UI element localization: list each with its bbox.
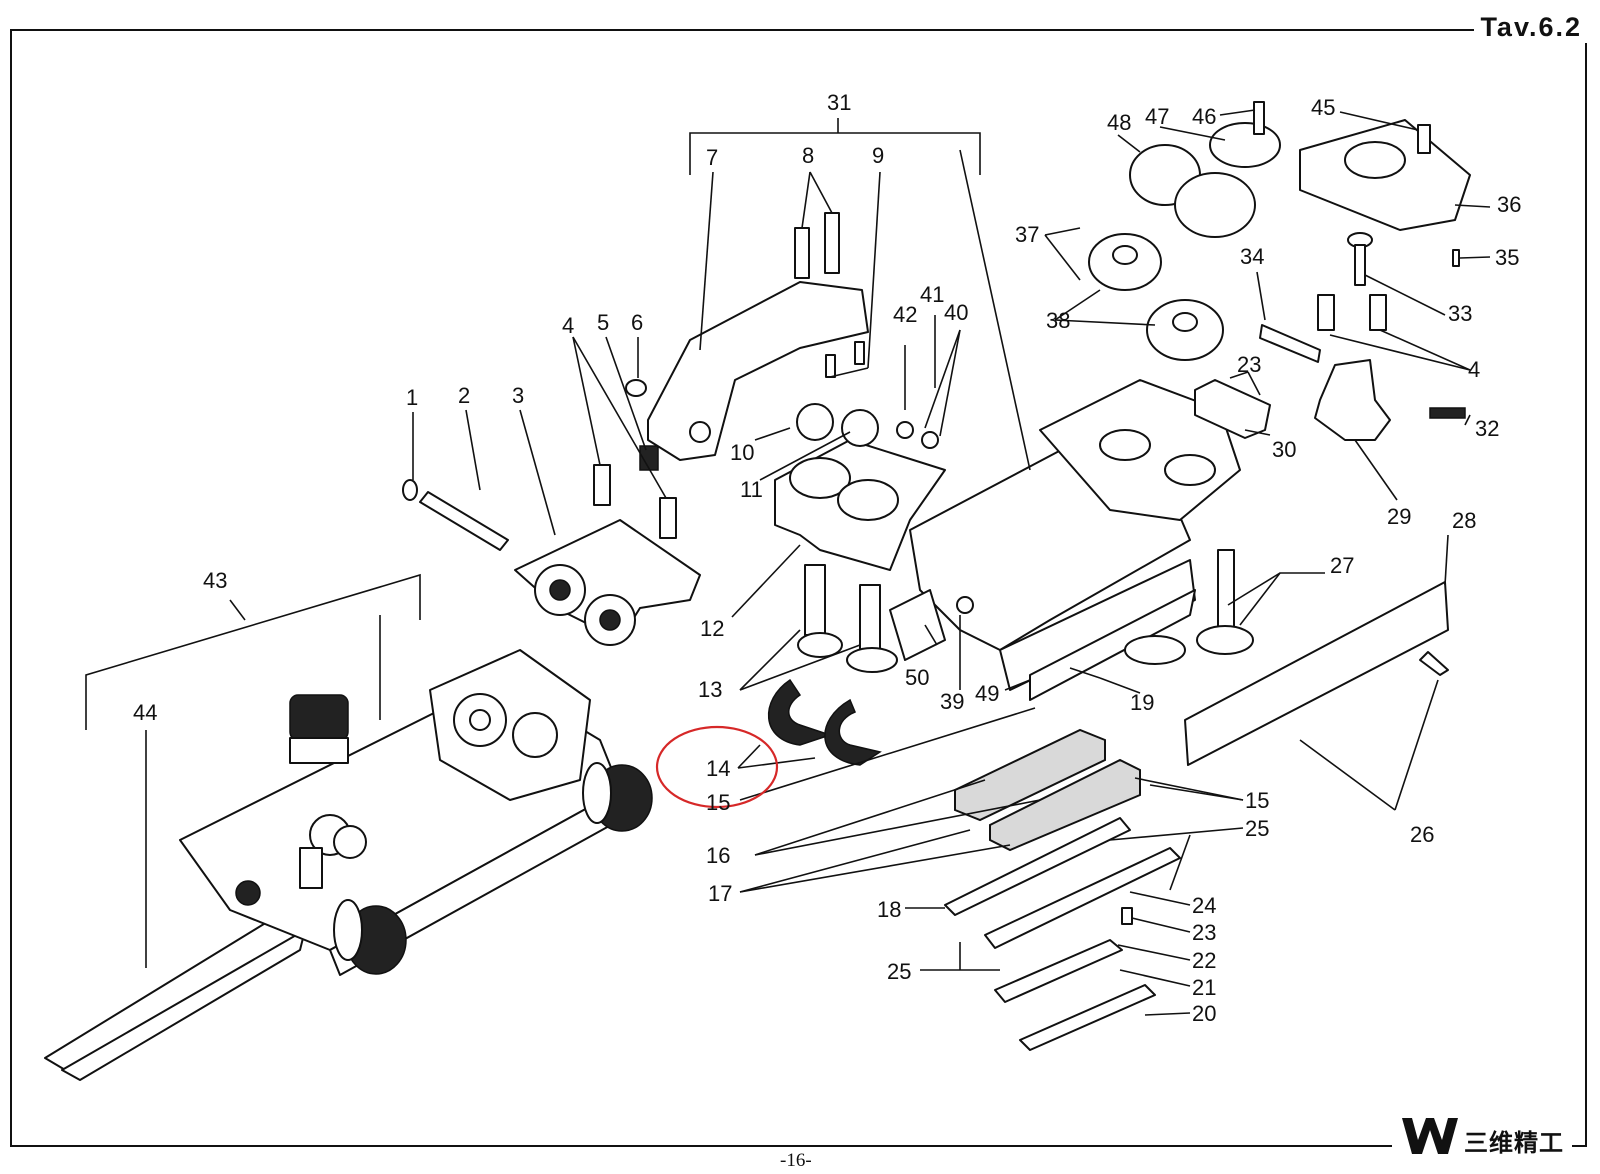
label-16: 16 [706,843,730,868]
part-sprockets-27 [1069,549,1254,679]
label-30: 30 [1272,437,1296,462]
label-49: 49 [975,681,999,706]
logo-mark [1402,1118,1458,1154]
label-48: 48 [1107,110,1131,135]
drawing-frame [10,29,1587,1147]
label-15-right: 15 [1245,788,1269,813]
company-logo: 三维精工 [1392,1116,1572,1156]
label-12: 12 [700,616,724,641]
label-25-right: 25 [1245,816,1269,841]
label-29: 29 [1387,504,1411,529]
page-number: -16- [780,1150,812,1171]
label-7: 7 [706,145,718,170]
label-28: 28 [1452,508,1476,533]
label-23-lower: 23 [1192,920,1216,945]
label-33: 33 [1448,301,1472,326]
callout-labels: 1 2 3 4 5 6 7 8 9 10 11 12 13 14 15 16 1… [133,90,1521,1026]
label-27: 27 [1330,553,1354,578]
label-31: 31 [827,90,851,115]
label-10: 10 [730,440,754,465]
label-23-upper: 23 [1237,352,1261,377]
part-bracket-29-30 [1194,294,1466,441]
label-41: 41 [920,282,944,307]
leader-lines [85,109,1491,1016]
label-13: 13 [698,677,722,702]
logo-text: 三维精工 [1464,1129,1564,1157]
part-housing-31 [889,379,1241,701]
part-shafts-13 [797,564,898,673]
label-8: 8 [802,143,814,168]
label-50: 50 [905,665,929,690]
label-44: 44 [133,700,157,725]
label-14: 14 [706,756,730,781]
label-19: 19 [1130,690,1154,715]
label-24: 24 [1192,893,1216,918]
part-cover-36 [1299,119,1471,286]
label-34: 34 [1240,244,1264,269]
label-4-left: 4 [562,313,574,338]
part-gears-38-48 [1088,101,1281,361]
label-1: 1 [406,385,418,410]
label-43: 43 [203,568,227,593]
part-blocks-16-17 [954,728,1141,852]
label-39: 39 [940,689,964,714]
part-block-12 [774,403,946,571]
label-47: 47 [1145,104,1169,129]
label-6: 6 [631,310,643,335]
label-9: 9 [872,143,884,168]
label-42: 42 [893,302,917,327]
label-38: 38 [1046,308,1070,333]
label-35: 35 [1495,245,1519,270]
label-4-right: 4 [1468,357,1480,382]
part-pin-and-bracket [402,379,701,646]
sheet-title: Tav.6.2 [1474,12,1588,43]
label-18: 18 [877,897,901,922]
highlight-circle [655,725,779,809]
part-chain-14 [767,678,882,766]
label-3: 3 [512,383,524,408]
label-21: 21 [1192,975,1216,1000]
part-arm-7 [647,212,869,461]
label-45: 45 [1311,95,1335,120]
label-11: 11 [740,477,763,502]
label-20: 20 [1192,1001,1216,1026]
label-2: 2 [458,383,470,408]
label-37: 37 [1015,222,1039,247]
part-bar-28 [1184,581,1449,766]
label-26: 26 [1410,822,1434,847]
label-36: 36 [1497,192,1521,217]
part-assembly-43 [44,649,653,1081]
label-40: 40 [944,300,968,325]
label-25-left: 25 [887,959,911,984]
part-plates-18-24 [944,817,1181,1051]
label-32: 32 [1475,416,1499,441]
label-17: 17 [708,881,732,906]
label-5: 5 [597,310,609,335]
label-46: 46 [1192,104,1216,129]
label-22: 22 [1192,948,1216,973]
label-15-left: 15 [706,790,730,815]
